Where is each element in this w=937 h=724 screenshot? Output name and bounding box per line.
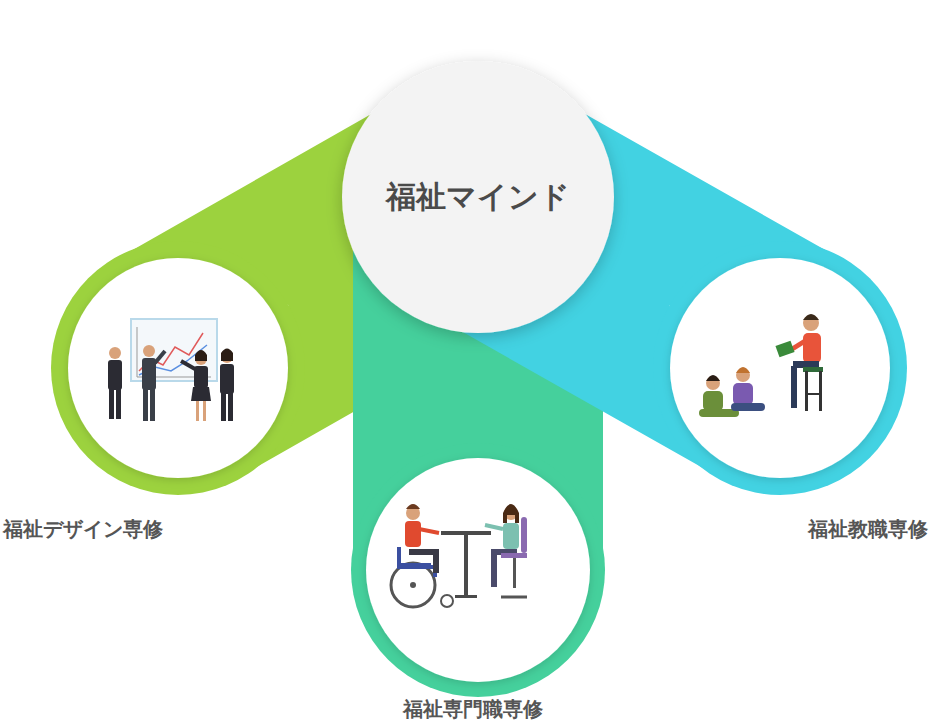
course-circle: 福祉デザイン専修 <box>51 241 305 495</box>
illustration <box>653 241 907 495</box>
course-label: 福祉教職専修 <box>808 516 928 543</box>
course-circle: 福祉教職専修 <box>653 241 907 495</box>
center-title: 福祉マインド <box>341 60 615 334</box>
course-label: 福祉デザイン専修 <box>3 516 163 543</box>
illustration <box>351 443 605 697</box>
course-label: 福祉専門職専修 <box>403 696 543 723</box>
circle-outline <box>351 443 605 697</box>
course-circle: 福祉専門職専修 <box>351 443 605 697</box>
circle-outline <box>653 241 907 495</box>
center-circle: 福祉マインド <box>341 60 615 334</box>
illustration <box>51 241 305 495</box>
